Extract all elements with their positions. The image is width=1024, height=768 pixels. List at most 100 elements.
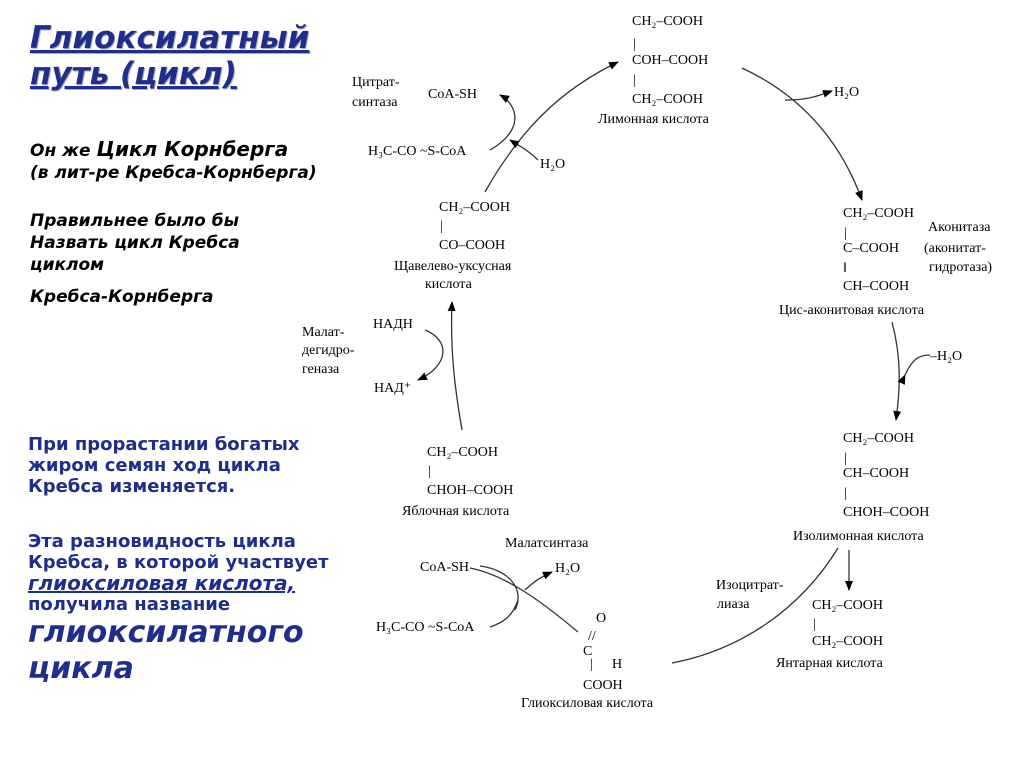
coash-top: CoA-SH bbox=[428, 87, 477, 102]
arrow-cisaconitate-to-isocitrate bbox=[891, 321, 902, 421]
naming-line-3: циклом bbox=[30, 255, 105, 275]
paragraph-definition: Эта разновидность цикла Кребса, в которо… bbox=[28, 531, 329, 687]
svg-text:CH–COOH: CH–COOH bbox=[843, 466, 909, 481]
arrow-mdh-cofactors bbox=[417, 329, 444, 381]
svg-text:COH–COOH: COH–COOH bbox=[632, 53, 708, 68]
nadh: НАДН bbox=[373, 317, 413, 332]
glyoxylate: O // C | H COOH Глиоксиловая кислота bbox=[521, 611, 654, 711]
svg-text:CH₂–COOH: CH₂–COOH bbox=[843, 431, 914, 446]
nad: НАД⁺ bbox=[374, 381, 411, 396]
arrow-oxaloacetate-to-citrate bbox=[484, 61, 619, 193]
mdh-1: Малат- bbox=[302, 325, 345, 340]
naming-line-1: Правильнее было бы bbox=[30, 211, 239, 231]
naming-note: Правильнее было бы Назвать цикл Кребса ц… bbox=[30, 210, 240, 276]
arrow-citrate-to-cisaconitate bbox=[741, 67, 863, 201]
arrow-coash-top bbox=[489, 94, 516, 151]
svg-text://: // bbox=[588, 629, 596, 644]
h2o-right-2: –H₂O bbox=[929, 349, 962, 364]
svg-text:COOH: COOH bbox=[583, 678, 623, 693]
svg-text:|: | bbox=[633, 73, 636, 88]
alias-line: Он же Цикл Корнберга bbox=[30, 138, 317, 162]
para2-big-2: цикла bbox=[28, 651, 134, 686]
para2-big-1: глиоксилатного bbox=[28, 615, 304, 650]
h2o-top: H₂O bbox=[540, 157, 565, 172]
page-title: Глиоксилатный путь (цикл) bbox=[30, 20, 309, 92]
svg-text:CHOH–COOH: CHOH–COOH bbox=[843, 505, 929, 520]
arrow-isocitrate-to-glyoxylate bbox=[671, 547, 839, 664]
h2o-right-1: H₂O bbox=[834, 85, 859, 100]
svg-text:CH–COOH: CH–COOH bbox=[843, 279, 909, 294]
para2-line-2: Кребса, в которой участвует bbox=[28, 552, 329, 573]
cofactor-labels: CoA-SH H₃C-CO ~S-CoA H₂O H₂O –H₂O CoA-SH… bbox=[368, 85, 962, 635]
svg-text:Изолимонная кислота: Изолимонная кислота bbox=[793, 529, 924, 544]
svg-text:Глиоксиловая кислота: Глиоксиловая кислота bbox=[521, 696, 654, 711]
aconitase-2: (аконитат- bbox=[924, 241, 986, 256]
mdh-3: геназа bbox=[302, 362, 340, 377]
title-line-2: путь (цикл) bbox=[30, 56, 237, 92]
acetyl-coa-top: H₃C-CO ~S-CoA bbox=[368, 144, 467, 159]
svg-text:Цис-аконитовая кислота: Цис-аконитовая кислота bbox=[779, 303, 925, 318]
paragraph-germination: При прорастании богатых жиром семян ход … bbox=[28, 434, 300, 497]
para1-line-3: Кребса изменяется. bbox=[28, 476, 236, 497]
svg-text:CH₂–COOH: CH₂–COOH bbox=[812, 634, 883, 649]
svg-text:CH₂–COOH: CH₂–COOH bbox=[632, 14, 703, 29]
oxaloacetate: CH₂–COOH | CO–COOH Щавелево-уксусная кис… bbox=[394, 200, 512, 292]
svg-text:CH₂–COOH: CH₂–COOH bbox=[632, 92, 703, 107]
arrow-malate-to-oxaloacetate bbox=[447, 301, 463, 431]
arrow-h2o-right1 bbox=[784, 90, 833, 101]
malate-synthase: Малатсинтаза bbox=[505, 536, 589, 551]
svg-text:C–COOH: C–COOH bbox=[843, 241, 899, 256]
citrate-synthase-1: Цитрат- bbox=[352, 75, 400, 90]
svg-text:|: | bbox=[440, 219, 443, 234]
h2o-bottom: H₂O bbox=[555, 561, 580, 576]
acetyl-coa-bottom: H₃C-CO ~S-CoA bbox=[376, 620, 475, 635]
aconitase-3: гидротаза) bbox=[929, 260, 992, 275]
svg-text:|: | bbox=[428, 464, 431, 479]
alias-prefix: Он же bbox=[30, 141, 91, 161]
citrate: CH₂–COOH | COH–COOH | CH₂–COOH Лимонная … bbox=[598, 14, 710, 127]
svg-text:CH₂–COOH: CH₂–COOH bbox=[812, 598, 883, 613]
naming-line-4: Кребса-Корнберга bbox=[30, 287, 214, 307]
title-line-1: Глиоксилатный bbox=[30, 20, 310, 56]
para2-line-4: получила название bbox=[28, 594, 231, 615]
arrow-acetyl-bottom bbox=[489, 599, 519, 628]
isocitrate-lyase-1: Изоцитрат- bbox=[716, 578, 784, 593]
svg-text:|: | bbox=[633, 37, 636, 52]
succinate: CH₂–COOH | CH₂–COOH Янтарная кислота bbox=[776, 598, 884, 671]
para1-line-1: При прорастании богатых bbox=[28, 434, 300, 455]
svg-text:Янтарная кислота: Янтарная кислота bbox=[776, 656, 884, 671]
alias-name: Цикл Корнберга bbox=[96, 137, 289, 161]
svg-text:|: | bbox=[844, 226, 847, 241]
arrow-h2o-top bbox=[509, 139, 539, 161]
alias-note: (в лит-ре Кребса-Корнберга) bbox=[30, 163, 317, 183]
svg-text:‖: ‖ bbox=[843, 261, 847, 276]
arrow-coash-bottom bbox=[479, 565, 519, 611]
citrate-synthase-2: синтаза bbox=[352, 95, 398, 110]
para2-line-1: Эта разновидность цикла bbox=[28, 531, 296, 552]
arrow-glyoxylate-to-malate bbox=[469, 567, 579, 633]
enzyme-labels: Цитрат- синтаза Аконитаза (аконитат- гид… bbox=[302, 75, 992, 612]
isocitrate-lyase-2: лиаза bbox=[717, 597, 750, 612]
svg-text:CH₂–COOH: CH₂–COOH bbox=[439, 200, 510, 215]
svg-text:кислота: кислота bbox=[425, 277, 473, 292]
arrow-h2o-bottom bbox=[524, 571, 553, 591]
svg-text:Яблочная кислота: Яблочная кислота bbox=[402, 504, 510, 519]
naming-line-2: Назвать цикл Кребса bbox=[30, 233, 240, 253]
arrow-h2o-right2 bbox=[897, 354, 931, 385]
para1-line-2: жиром семян ход цикла bbox=[28, 455, 281, 476]
mdh-2: дегидро- bbox=[302, 343, 355, 358]
svg-text:|: | bbox=[844, 486, 847, 501]
isocitrate: CH₂–COOH | CH–COOH | CHOH–COOH Изолимонн… bbox=[793, 431, 929, 544]
malate: CH₂–COOH | CHOH–COOH Яблочная кислота bbox=[402, 445, 513, 519]
svg-text:CH₂–COOH: CH₂–COOH bbox=[843, 206, 914, 221]
svg-text:CHOH–COOH: CHOH–COOH bbox=[427, 483, 513, 498]
svg-text:CO–COOH: CO–COOH bbox=[439, 238, 505, 253]
svg-text:C: C bbox=[583, 644, 592, 659]
svg-text:Лимонная кислота: Лимонная кислота bbox=[598, 112, 710, 127]
para2-emphasis: глиоксиловая кислота, bbox=[28, 571, 296, 595]
svg-text:|: | bbox=[590, 657, 593, 672]
svg-text:CH₂–COOH: CH₂–COOH bbox=[427, 445, 498, 460]
coash-bottom: CoA-SH bbox=[420, 560, 469, 575]
svg-text:O: O bbox=[596, 611, 606, 626]
